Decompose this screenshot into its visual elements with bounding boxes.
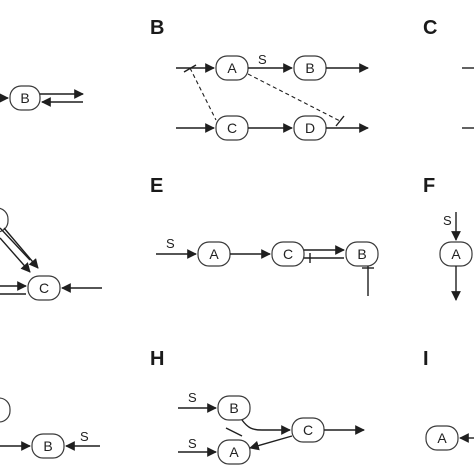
panel-label-e: E — [150, 175, 163, 197]
signal-label-s: S — [188, 390, 197, 405]
edge-c-a — [249, 435, 293, 451]
node-c: C — [27, 275, 61, 301]
inhibition-bar — [183, 64, 197, 73]
svg-text:B: B — [357, 246, 366, 262]
svg-text:C: C — [283, 246, 293, 262]
node-c: C — [271, 241, 305, 267]
edge-to-c — [0, 237, 31, 273]
node-c: C — [215, 115, 249, 141]
node-b: B — [9, 85, 41, 111]
svg-text:B: B — [43, 438, 52, 454]
node-a: A — [215, 55, 249, 81]
panel-h: S B S A C — [178, 390, 365, 465]
svg-text:A: A — [227, 60, 237, 76]
svg-text:A: A — [209, 246, 219, 262]
node-partial — [0, 207, 9, 233]
signal-label-s: S — [188, 436, 197, 451]
signal-label-s: S — [443, 213, 452, 228]
node-c: C — [291, 417, 325, 443]
edge-to-c — [3, 227, 39, 269]
edge-back — [0, 227, 31, 261]
inhibition-bar — [335, 115, 345, 127]
node-b: B — [217, 395, 251, 421]
svg-text:C: C — [303, 422, 313, 438]
inhibition-bar — [225, 427, 243, 437]
panel-label-c: C — [423, 17, 437, 39]
node-partial — [0, 397, 11, 423]
panel-label-i: I — [423, 348, 429, 370]
panel-label-f: F — [423, 175, 435, 197]
panel-g-partial: B S — [0, 397, 100, 459]
panel-a-partial: B — [0, 85, 84, 111]
svg-text:C: C — [39, 280, 49, 296]
panel-b: A S B C D — [176, 52, 369, 141]
svg-text:C: C — [227, 120, 237, 136]
node-a: A — [425, 425, 459, 451]
node-d: D — [293, 115, 327, 141]
panel-label-h: H — [150, 348, 164, 370]
svg-text:B: B — [305, 60, 314, 76]
panel-e: S A C B — [156, 236, 379, 296]
signal-label-s: S — [258, 52, 267, 67]
svg-text:A: A — [229, 444, 239, 460]
node-b: B — [293, 55, 327, 81]
panel-i-partial: A — [425, 425, 474, 451]
node-a: A — [197, 241, 231, 267]
svg-text:D: D — [305, 120, 315, 136]
panel-d-partial: C — [0, 207, 102, 301]
svg-text:A: A — [437, 430, 447, 446]
svg-text:B: B — [229, 400, 238, 416]
svg-text:A: A — [451, 246, 461, 262]
node-b: B — [31, 433, 65, 459]
panel-label-b: B — [150, 17, 164, 39]
edge-b-merge — [241, 419, 263, 431]
panel-c-partial — [462, 67, 474, 129]
panel-f-partial: S A — [439, 212, 473, 301]
dashed-link-a-d — [247, 73, 341, 122]
dashed-link-a-c — [189, 67, 217, 121]
signal-label-s: S — [166, 236, 175, 251]
node-a: A — [439, 241, 473, 267]
signal-label-s: S — [80, 429, 89, 444]
svg-text:B: B — [20, 90, 29, 106]
node-b: B — [345, 241, 379, 267]
node-a: A — [217, 439, 251, 465]
